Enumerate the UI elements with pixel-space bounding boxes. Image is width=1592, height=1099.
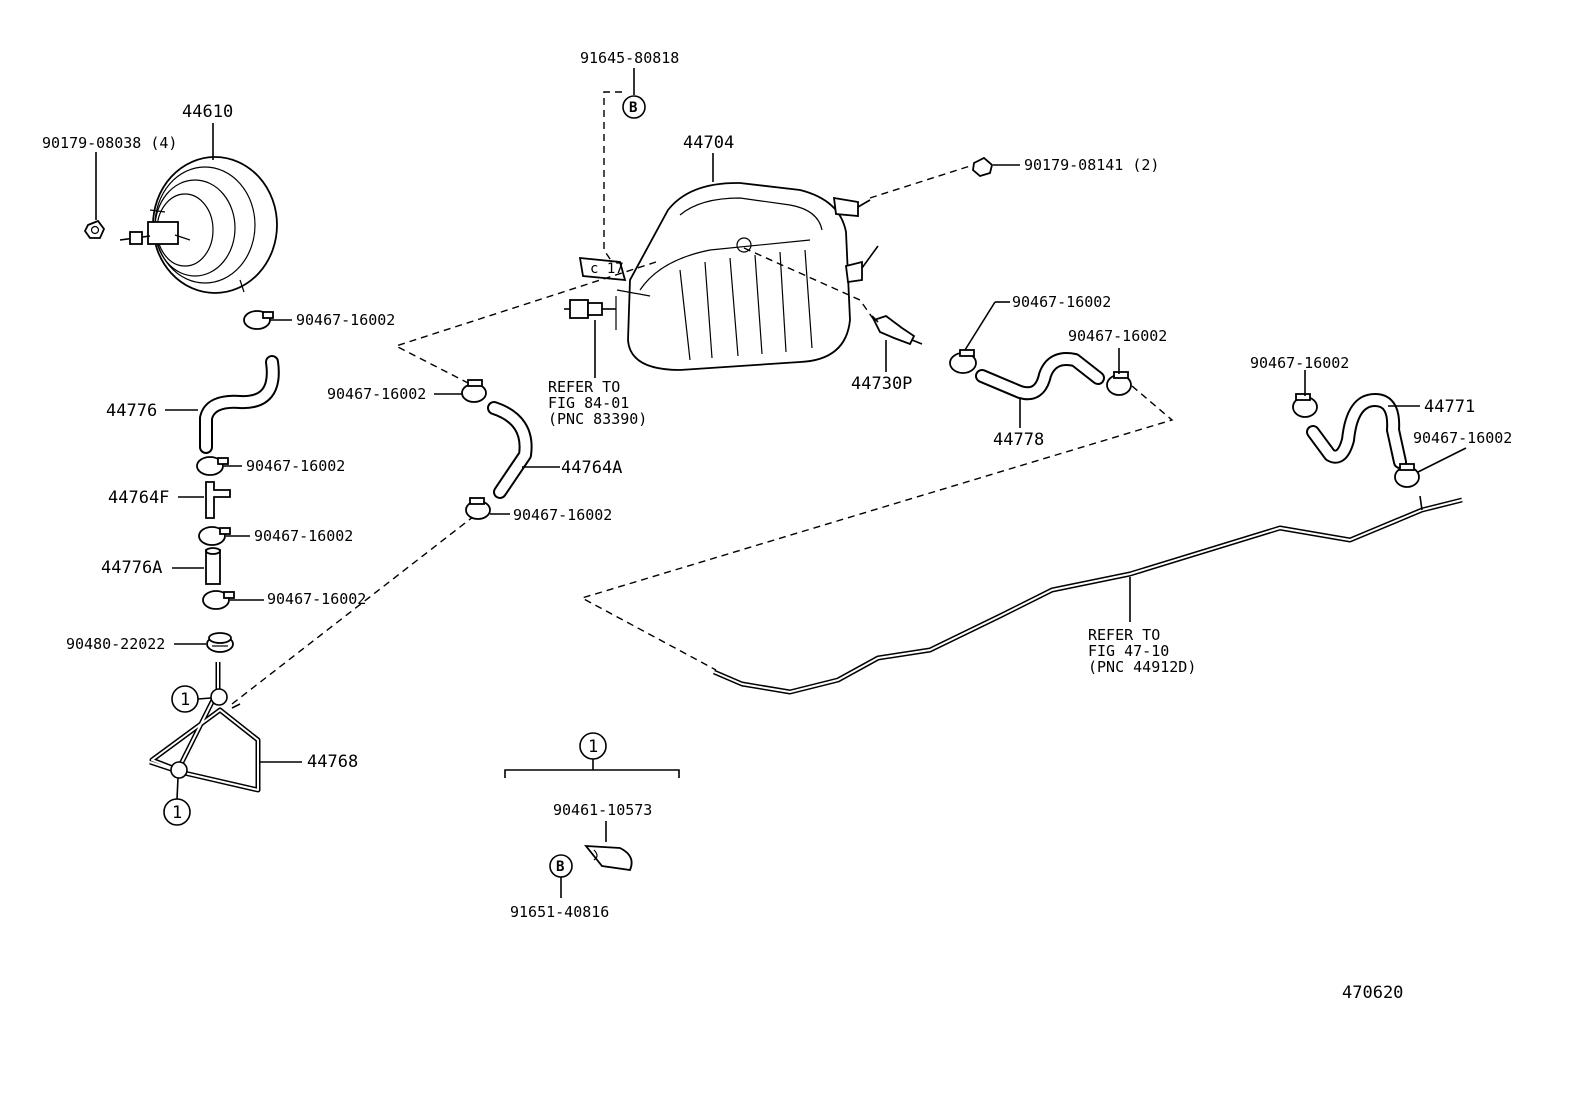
- clamp-f-part: [465, 497, 491, 520]
- clamp-d-part: [202, 590, 235, 610]
- hose-44771-part: [1306, 393, 1407, 469]
- dashed-leader-bolt-to-tank: [603, 91, 622, 263]
- brake-booster-part: [119, 156, 278, 294]
- clamp-d-part-number: 90467-16002: [267, 590, 366, 608]
- refer-47-line1: REFER TO: [1088, 626, 1160, 644]
- callout-1-upper-label: 1: [180, 690, 190, 710]
- refer-84-line3: (PNC 83390): [548, 410, 647, 428]
- clamp-a-part: [243, 310, 274, 330]
- clamp-f-part-number: 90467-16002: [513, 506, 612, 524]
- grommet-part-number: 90480-22022: [66, 635, 165, 653]
- tank-nut-part: [972, 156, 994, 178]
- vacuum-tank-part: c 17: [578, 182, 879, 371]
- tank-nut-part-number: 90179-08141 (2): [1024, 156, 1159, 174]
- refer-84-line1: REFER TO: [548, 378, 620, 396]
- clamp-j-part-number: 90467-16002: [1413, 429, 1512, 447]
- vacuum-switch-part: [564, 299, 616, 319]
- hose-44764a-part-number: 44764A: [561, 458, 622, 478]
- hose-44776-part: [199, 355, 280, 454]
- kit-bolt-b-label: B: [556, 859, 564, 875]
- kit-clip-part-number: 90461-10573: [553, 801, 652, 819]
- clamp-g-part-number: 90467-16002: [1012, 293, 1111, 311]
- clamp-h-part-number: 90467-16002: [1068, 327, 1167, 345]
- kit-clip-part: [584, 844, 633, 871]
- hose-44778-part: [975, 352, 1105, 401]
- kit-bolt-part-number: 91651-40816: [510, 903, 609, 921]
- valve-44730p-part-number: 44730P: [851, 374, 912, 394]
- pipe-44768-part-number: 44768: [307, 752, 358, 772]
- hose-44778-part-number: 44778: [993, 430, 1044, 450]
- clamp-b-part-number: 90467-16002: [246, 457, 345, 475]
- dashed-leader-pipe-to-clamp: [231, 512, 479, 705]
- clamp-a-part-number: 90467-16002: [296, 311, 395, 329]
- hose-44776-part-number: 44776: [106, 401, 157, 421]
- tank-part-number: 44704: [683, 133, 734, 153]
- clamp-c-part: [198, 526, 231, 546]
- hose-44764a-part: [487, 401, 533, 499]
- clamp-c-part-number: 90467-16002: [254, 527, 353, 545]
- dashed-leader-tank-to-nut: [869, 165, 971, 199]
- dashed-leader-tank-to-clamp: [394, 261, 657, 385]
- refer-84-line2: FIG 84-01: [548, 394, 629, 412]
- refer-47-line2: FIG 47-10: [1088, 642, 1169, 660]
- hose-44776a-part: [205, 547, 221, 585]
- callout-1-lower-label: 1: [172, 803, 182, 823]
- booster-nut-part: [83, 219, 106, 239]
- check-valve-part: [871, 314, 923, 346]
- clamp-h-part: [1106, 371, 1132, 396]
- vacuum-pipe-part: [713, 495, 1463, 695]
- figure-number: 470620: [1342, 983, 1403, 1003]
- clamp-j-part: [1394, 463, 1420, 488]
- hose-44776a-part-number: 44776A: [101, 558, 162, 578]
- bolt-top-b-circle: [622, 95, 646, 119]
- tee-44764f-part-number: 44764F: [108, 488, 169, 508]
- kit-bracket: [504, 769, 680, 778]
- bolt-top-b-label: B: [629, 100, 637, 116]
- grommet-part: [206, 632, 234, 653]
- kit-callout-label: 1: [588, 737, 598, 757]
- bolt-top-part-number: 91645-80818: [580, 49, 679, 67]
- pipe-44768-part: [149, 662, 261, 793]
- dashed-leader-hose-to-pipe: [580, 385, 1174, 671]
- clamp-i-part-number: 90467-16002: [1250, 354, 1349, 372]
- refer-47-line3: (PNC 44912D): [1088, 658, 1196, 676]
- tee-44764f-part: [205, 481, 231, 519]
- dashed-leader-tank-to-valve: [743, 247, 875, 321]
- hose-44771-part-number: 44771: [1424, 397, 1475, 417]
- clamp-b-part: [196, 456, 229, 476]
- clamp-i-part: [1292, 393, 1318, 418]
- clamp-e-part: [461, 379, 487, 403]
- clamp-e-part-number: 90467-16002: [327, 385, 426, 403]
- booster-part-number: 44610: [182, 102, 233, 122]
- clamp-g-part: [949, 349, 977, 374]
- booster-nut-part-number: 90179-08038 (4): [42, 134, 177, 152]
- svg-text:c 17: c 17: [590, 261, 624, 277]
